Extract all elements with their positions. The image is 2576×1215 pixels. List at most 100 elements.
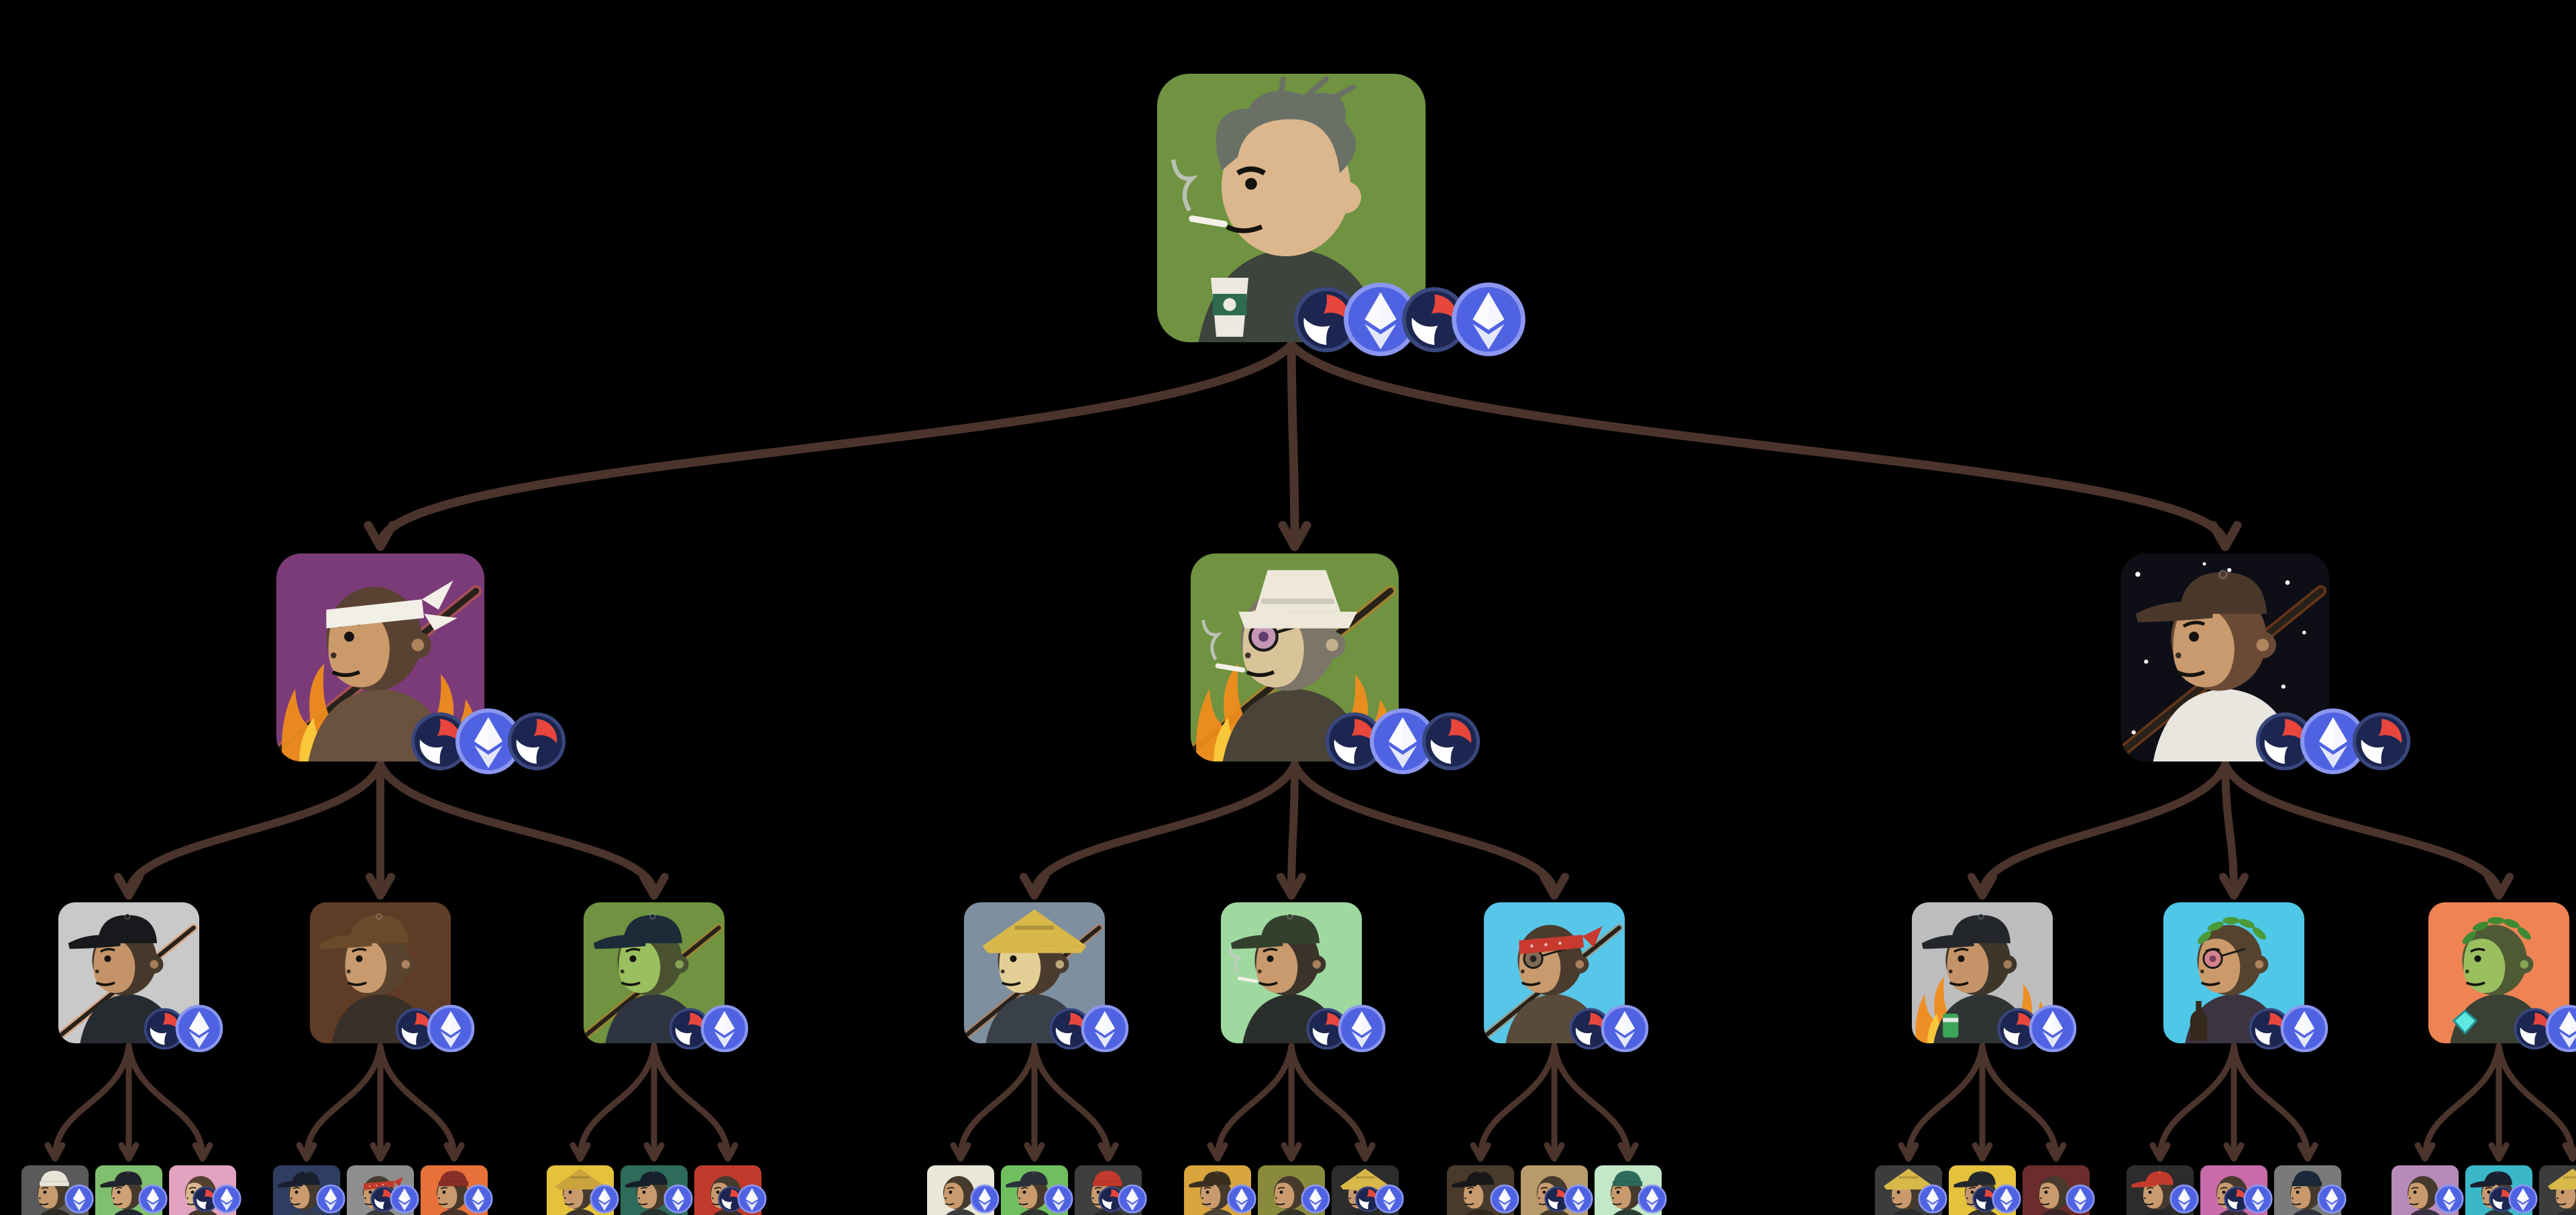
avatar-gen3-06[interactable] (421, 1165, 493, 1215)
swirl-badge-icon (718, 1185, 744, 1212)
avatar-gen3-21[interactable] (2023, 1165, 2095, 1215)
avatar-gen3-26[interactable] (2465, 1165, 2538, 1215)
ethereum-badge-icon (2434, 1184, 2464, 1214)
ethereum-badge-icon (2065, 1184, 2095, 1214)
avatar-gen3-27[interactable] (2539, 1165, 2576, 1215)
swirl-badge-icon (411, 712, 470, 771)
ethereum-badge-icon (2029, 1004, 2077, 1053)
avatar-gen3-10[interactable] (927, 1165, 1000, 1215)
avatar-art (584, 902, 724, 1043)
ethereum-badge-icon (64, 1184, 94, 1214)
avatar-gen3-23[interactable] (2200, 1165, 2273, 1215)
avatar-gen2-m1[interactable] (964, 902, 1129, 1053)
avatar-gen3-20[interactable] (1949, 1165, 2021, 1215)
badge-row (970, 1184, 1000, 1214)
avatar-gen3-08[interactable] (621, 1165, 693, 1215)
avatar-gen2-l1[interactable] (58, 902, 223, 1053)
avatar-gen3-05[interactable] (347, 1165, 419, 1215)
ethereum-badge-icon (700, 1004, 749, 1053)
badge-row (1044, 1184, 1073, 1214)
avatar-gen2-m2[interactable] (1221, 902, 1386, 1053)
badge-row (2224, 1184, 2273, 1214)
badge-row (2249, 1004, 2328, 1053)
badge-row (1972, 1184, 2021, 1214)
ethereum-badge-icon (455, 708, 522, 775)
badge-row (669, 1004, 749, 1053)
badge-row (1098, 1184, 1147, 1214)
ethereum-badge-icon (663, 1184, 693, 1214)
avatar-art (310, 902, 451, 1043)
swirl-badge-icon (1997, 1008, 2039, 1050)
badge-row (1569, 1004, 1649, 1053)
badge-row (1227, 1184, 1256, 1214)
badge-row (464, 1184, 493, 1214)
ethereum-badge-icon (1564, 1184, 1593, 1214)
badge-row (1293, 282, 1526, 357)
swirl-badge-icon (1421, 712, 1481, 771)
badge-row (2514, 1004, 2576, 1053)
ethereum-badge-icon (970, 1184, 1000, 1214)
avatar-gen3-24[interactable] (2274, 1165, 2347, 1215)
swirl-badge-icon (1293, 286, 1360, 353)
avatar-gen3-13[interactable] (1184, 1165, 1256, 1215)
avatar-gen3-19[interactable] (1875, 1165, 1947, 1215)
avatar-art (2121, 553, 2329, 761)
avatar-gen0-ancestor[interactable] (1157, 74, 1525, 356)
badge-row (2434, 1184, 2464, 1214)
badge-row (411, 708, 566, 775)
avatar-gen3-12[interactable] (1075, 1165, 1147, 1215)
swirl-badge-icon (193, 1185, 219, 1212)
avatar-gen2-r2[interactable] (2163, 902, 2328, 1053)
avatar-gen1-left[interactable] (276, 553, 566, 774)
swirl-badge-icon (2249, 1008, 2291, 1050)
avatar-gen3-14[interactable] (1258, 1165, 1330, 1215)
avatar-gen2-r3[interactable] (2428, 902, 2576, 1053)
avatar-gen2-r1[interactable] (1912, 902, 2077, 1053)
badge-row (1490, 1184, 1519, 1214)
avatar-gen3-17[interactable] (1521, 1165, 1593, 1215)
avatar-gen3-01[interactable] (21, 1165, 94, 1215)
ethereum-badge-icon (1375, 1184, 1404, 1214)
badge-row (2317, 1184, 2347, 1214)
ethereum-badge-icon (1638, 1184, 1667, 1214)
avatar-gen3-02[interactable] (95, 1165, 168, 1215)
avatar-gen2-m3[interactable] (1484, 902, 1649, 1053)
avatar-gen3-15[interactable] (1332, 1165, 1404, 1215)
ethereum-badge-icon (1081, 1004, 1129, 1053)
avatar-gen3-18[interactable] (1595, 1165, 1667, 1215)
swirl-badge-icon (1306, 1008, 1348, 1050)
ethereum-badge-icon (138, 1184, 168, 1214)
ethereum-badge-icon (390, 1184, 419, 1214)
avatar-gen3-07[interactable] (547, 1165, 619, 1215)
badge-row (718, 1184, 767, 1214)
badge-row (316, 1184, 345, 1214)
avatar-gen3-09[interactable] (694, 1165, 767, 1215)
avatar-gen1-right[interactable] (2121, 553, 2411, 774)
badge-row (138, 1184, 168, 1214)
badge-row (1355, 1184, 1404, 1214)
avatar-gen3-11[interactable] (1001, 1165, 1073, 1215)
avatar-gen3-16[interactable] (1447, 1165, 1519, 1215)
swirl-badge-icon (2352, 712, 2411, 771)
badge-row (1306, 1004, 1386, 1053)
badge-row (663, 1184, 693, 1214)
ethereum-badge-icon (1301, 1184, 1330, 1214)
ethereum-badge-icon (316, 1184, 345, 1214)
avatar-gen3-25[interactable] (2392, 1165, 2464, 1215)
avatar-gen3-04[interactable] (273, 1165, 345, 1215)
badge-row (64, 1184, 94, 1214)
ethereum-badge-icon (1338, 1004, 1386, 1053)
avatar-gen3-03[interactable] (169, 1165, 241, 1215)
avatar-gen2-l3[interactable] (584, 902, 749, 1053)
badge-row (1918, 1184, 1947, 1214)
swirl-badge-icon (1325, 712, 1384, 771)
avatar-gen3-22[interactable] (2127, 1165, 2199, 1215)
swirl-badge-icon (2255, 712, 2314, 771)
ethereum-badge-icon (2280, 1004, 2328, 1053)
avatar-gen2-l2[interactable] (310, 902, 475, 1053)
badge-row (1049, 1004, 1129, 1053)
swirl-badge-icon (2489, 1185, 2515, 1212)
avatar-gen1-middle[interactable] (1191, 553, 1481, 774)
swirl-badge-icon (1355, 1185, 1381, 1212)
